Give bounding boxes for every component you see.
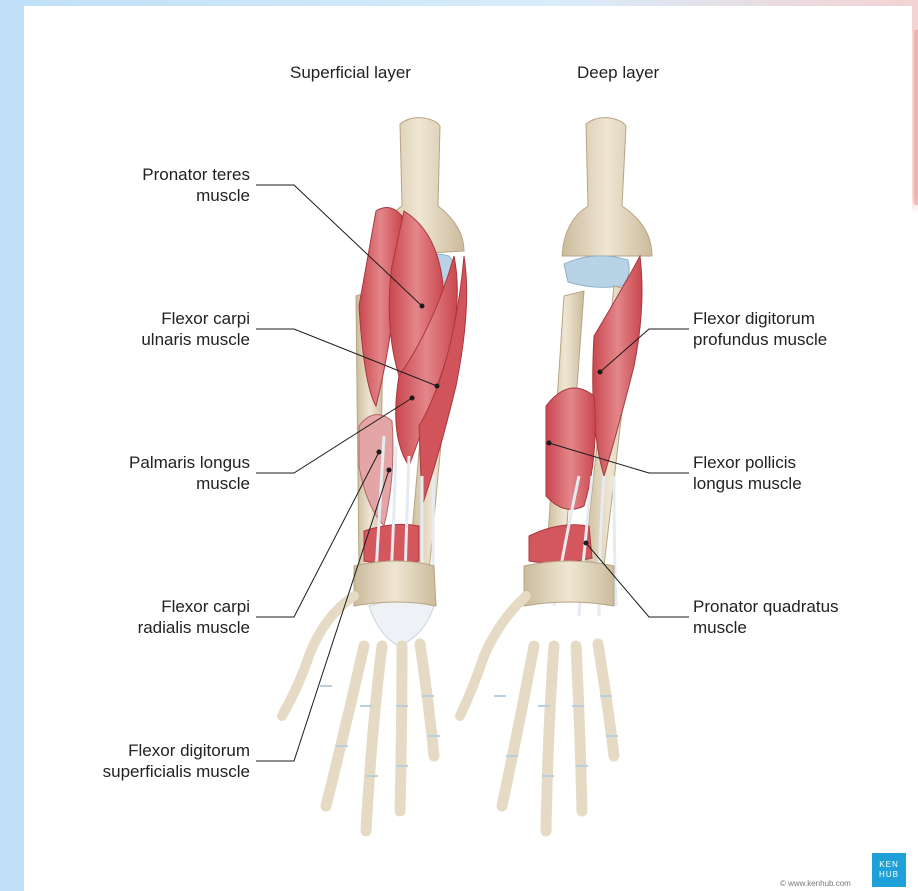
- superficial-fingers: [326, 644, 434, 831]
- label-pronator-quadratus: Pronator quadratus muscle: [693, 596, 839, 638]
- frame-accent-bar: [914, 30, 918, 205]
- label-flexor-digitorum-superficialis: Flexor digitorum superficialis muscle: [103, 740, 250, 782]
- leader-dot-palmaris-longus: [410, 396, 415, 401]
- deep-carpals: [524, 561, 614, 606]
- deep-elbow-cartilage: [564, 256, 629, 288]
- logo-line-2: HUB: [879, 870, 899, 880]
- logo-line-1: KEN: [879, 860, 898, 870]
- superficial-carpals: [354, 561, 436, 606]
- label-palmaris-longus: Palmaris longus muscle: [129, 452, 250, 494]
- kenhub-logo[interactable]: KEN HUB: [872, 853, 906, 887]
- label-pronator-teres: Pronator teres muscle: [142, 164, 250, 206]
- leader-dot-flexor-digitorum-superficialis: [387, 468, 392, 473]
- superficial-palmar-aponeurosis: [369, 601, 434, 646]
- label-flexor-carpi-ulnaris: Flexor carpi ulnaris muscle: [141, 308, 250, 350]
- credit-text: © www.kenhub.com: [780, 879, 851, 888]
- leader-dot-flexor-pollicis-longus: [547, 441, 552, 446]
- deep-layer-title: Deep layer: [577, 63, 659, 83]
- label-flexor-digitorum-profundus: Flexor digitorum profundus muscle: [693, 308, 827, 350]
- illustration-card: Superficial layer Deep layer Pronator te…: [24, 6, 912, 891]
- leader-dot-pronator-teres: [420, 304, 425, 309]
- deep-fingers: [502, 644, 614, 831]
- label-flexor-carpi-radialis: Flexor carpi radialis muscle: [138, 596, 250, 638]
- leader-dot-flexor-carpi-radialis: [377, 450, 382, 455]
- leader-dot-flexor-digitorum-profundus: [598, 370, 603, 375]
- deep-fpl-belly: [546, 388, 595, 509]
- leader-dot-flexor-carpi-ulnaris: [435, 384, 440, 389]
- superficial-arm: [282, 118, 467, 831]
- superficial-layer-title: Superficial layer: [290, 63, 411, 83]
- deep-arm: [460, 118, 652, 831]
- label-flexor-pollicis-longus: Flexor pollicis longus muscle: [693, 452, 802, 494]
- deep-humerus: [562, 118, 652, 256]
- deep-thumb: [460, 596, 526, 716]
- leader-dot-pronator-quadratus: [584, 541, 589, 546]
- superficial-thumb: [282, 596, 354, 716]
